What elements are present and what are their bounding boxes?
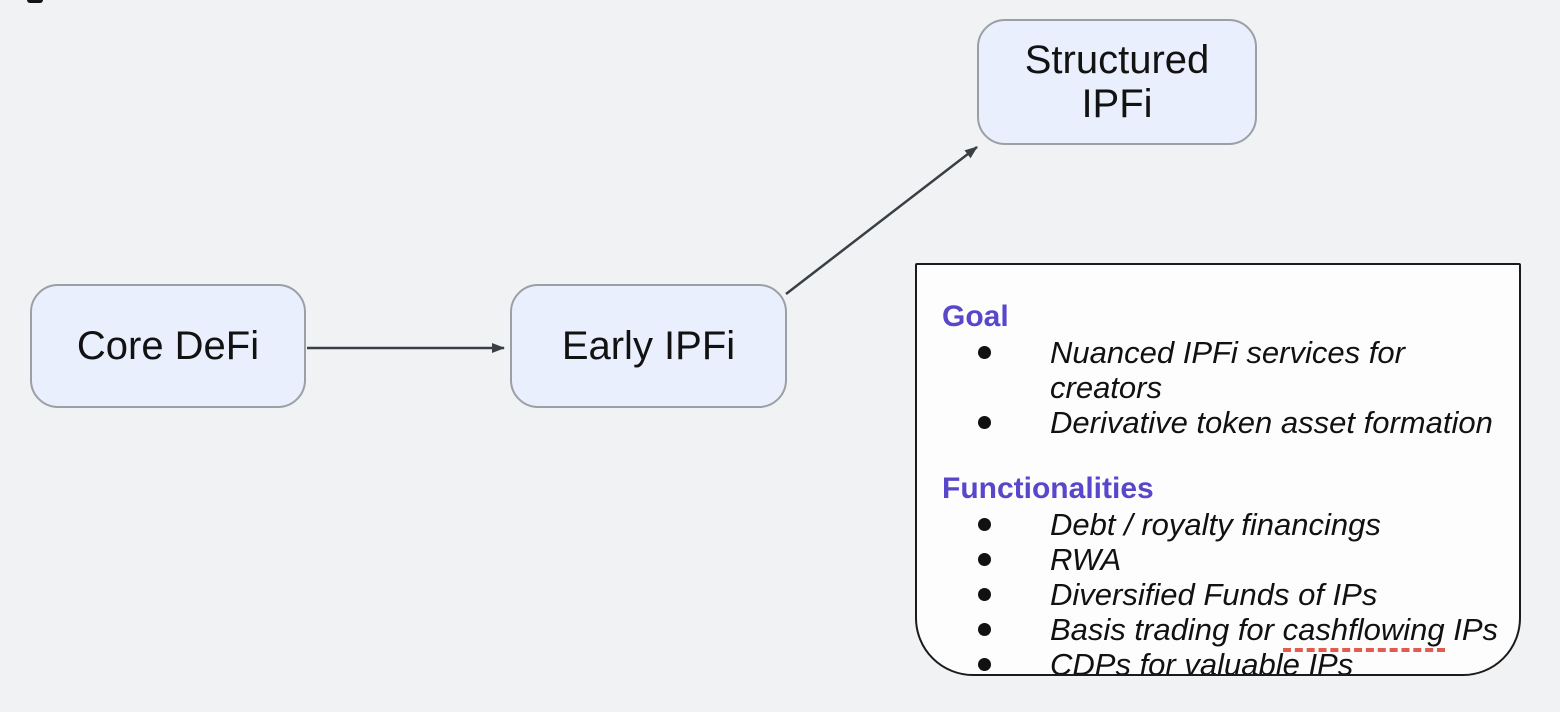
list-item: Basis trading for cashflowing IPs — [942, 612, 1519, 652]
list-item: RWA — [942, 542, 1519, 577]
list-item-text-post: IPs — [1444, 612, 1498, 647]
list-item: Derivative token asset formation — [942, 405, 1519, 440]
section-goal: Goal Nuanced IPFi services for creators … — [942, 299, 1519, 440]
bullet-icon — [978, 623, 991, 636]
node-core-defi-label: Core DeFi — [76, 324, 260, 368]
list-item-text: Nuanced IPFi services for creators — [1050, 335, 1405, 405]
functionalities-list: Debt / royalty financings RWA Diversifie… — [942, 507, 1519, 676]
node-core-defi[interactable]: Core DeFi — [30, 284, 306, 408]
list-item: Debt / royalty financings — [942, 507, 1519, 542]
list-item-text: Diversified Funds of IPs — [1050, 577, 1378, 612]
goal-heading: Goal — [942, 300, 1009, 333]
node-early-ipfi-label: Early IPFi — [561, 324, 736, 368]
node-early-ipfi[interactable]: Early IPFi — [510, 284, 787, 408]
list-item-text-pre: Basis trading for — [1050, 612, 1283, 647]
goal-list: Nuanced IPFi services for creators Deriv… — [942, 335, 1519, 440]
bullet-icon — [978, 588, 991, 601]
list-item-text: RWA — [1050, 542, 1122, 577]
clipped-shape-fragment — [27, 0, 43, 3]
node-structured-ipfi[interactable]: Structured IPFi — [977, 19, 1257, 145]
list-item: Nuanced IPFi services for creators — [942, 335, 1519, 405]
bullet-icon — [978, 416, 991, 429]
bullet-icon — [978, 658, 991, 671]
list-item: Diversified Funds of IPs — [942, 577, 1519, 612]
list-item-text: Debt / royalty financings — [1050, 507, 1381, 542]
list-item-text: Derivative token asset formation — [1050, 405, 1493, 440]
list-item: CDPs for valuable IPs — [942, 647, 1519, 676]
spellcheck-flagged-word: cashflowing — [1282, 612, 1445, 652]
list-item-text: CDPs for valuable IPs — [1050, 647, 1354, 676]
notes-panel[interactable]: Goal Nuanced IPFi services for creators … — [915, 263, 1521, 676]
section-functionalities: Functionalities Debt / royalty financing… — [942, 471, 1519, 676]
node-structured-ipfi-label: Structured IPFi — [1024, 38, 1210, 126]
arrow-early-to-structured-icon[interactable] — [785, 146, 978, 295]
bullet-icon — [978, 518, 991, 531]
functionalities-heading: Functionalities — [942, 472, 1154, 505]
bullet-icon — [978, 346, 991, 359]
bullet-icon — [978, 553, 991, 566]
list-item-text: Basis trading for cashflowing IPs — [1050, 612, 1498, 652]
